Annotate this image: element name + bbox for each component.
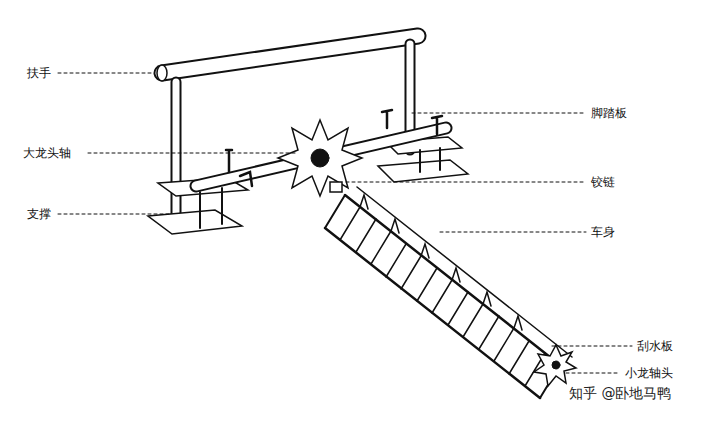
part-label: 大龙头轴	[22, 146, 72, 160]
part-label: 车身	[590, 225, 616, 239]
part-label: 小龙轴头	[624, 366, 674, 380]
part-label: 刮水板	[636, 339, 674, 353]
watermark: 知乎 @卧地马鸭	[568, 386, 672, 400]
part-label: 支撑	[26, 207, 52, 221]
part-label: 扶手	[26, 66, 52, 80]
part-label: 脚踏板	[590, 106, 628, 120]
part-label: 铰链	[590, 175, 616, 189]
